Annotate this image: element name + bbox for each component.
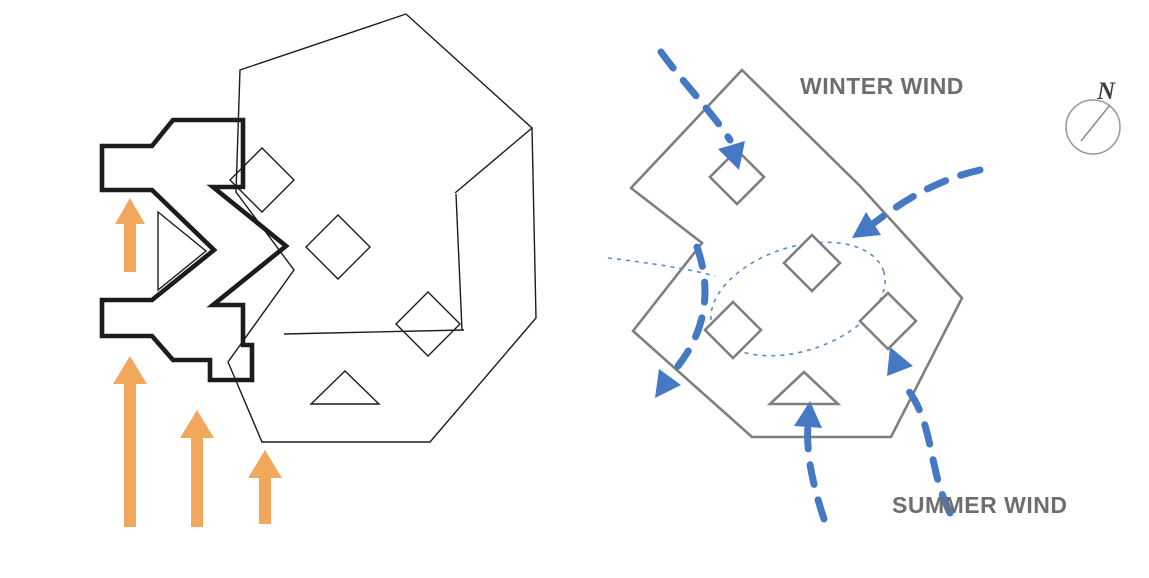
diamond-building [229,147,295,213]
site-outline [227,13,537,443]
triangle-building-right [766,370,842,406]
interior-line [283,329,465,335]
wind-diagram: WINTER WIND SUMMER WIND N [607,48,1121,523]
sun-arrows [113,198,282,527]
diamond-buildings-right [703,148,918,360]
winter-wind-exit-path [674,243,709,370]
compass-circle-icon [1065,99,1121,155]
diamond-building [858,291,918,351]
wind-circulation [607,241,886,357]
winter-wind-arrows [655,48,984,398]
compass: N [1065,78,1121,155]
interior-line [454,127,533,194]
circulation-line [607,257,716,277]
interior-line [455,193,463,331]
summer-wind-label: SUMMER WIND [892,492,1067,518]
courtyard-triangle [157,210,208,292]
sun-arrow-icon [180,410,214,527]
highlighted-footprint [99,117,290,383]
diamond-building [395,291,461,357]
sun-access-diagram [99,13,537,527]
sun-arrow-icon [248,450,282,524]
summer-wind-arrowhead-icon [887,347,913,376]
diamond-building [782,233,842,293]
site-outline-gray [629,68,964,439]
summer-wind-path [904,386,954,517]
sun-arrow-icon [113,356,147,527]
diamond-building [708,148,766,206]
site-interior-lines [283,127,533,335]
compass-north-label: N [1096,78,1116,105]
winter-wind-label: WINTER WIND [800,73,964,99]
diamond-building [703,300,763,360]
winter-wind-arrowhead-icon [718,141,745,170]
diamond-building [305,214,371,280]
summer-wind-arrows [794,347,954,523]
sun-arrow-icon [115,198,145,272]
winter-wind-path [657,48,734,144]
diamond-buildings-left [229,147,461,357]
winter-wind-arrowhead-icon [852,212,881,238]
summer-wind-path [804,420,828,523]
summer-wind-arrowhead-icon [794,401,822,428]
compass-needle-icon [1080,104,1111,142]
winter-wind-arrowhead-icon [655,369,681,398]
triangle-building-left [309,370,381,405]
winter-wind-path [866,166,984,230]
